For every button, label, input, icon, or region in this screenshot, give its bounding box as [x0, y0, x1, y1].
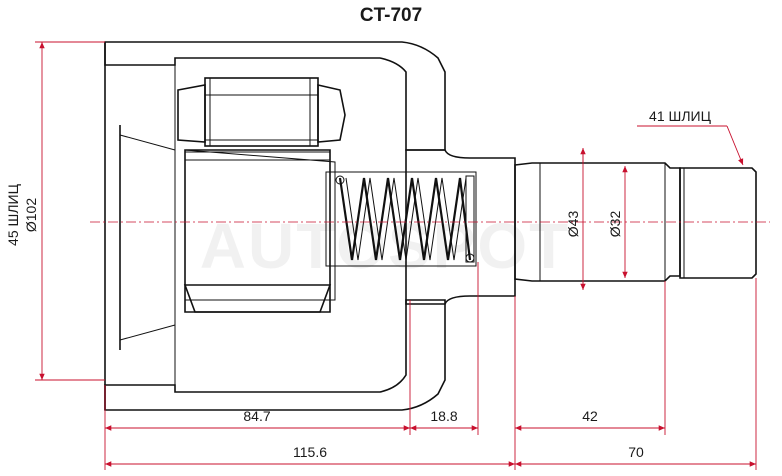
spring [325, 171, 477, 267]
tripod-roller [177, 77, 346, 313]
dim-inner-length: 84.7 [243, 408, 270, 424]
shaft-spline-label: 41 ШЛИЦ [649, 108, 712, 124]
dim-spring-length: 18.8 [430, 408, 457, 424]
dimension-lines [35, 41, 757, 470]
dim-shaft-length: 70 [628, 444, 644, 460]
outer-diameter-label: Ø102 [23, 198, 39, 232]
shaft [514, 162, 757, 282]
shaft-diameter-43-label: Ø43 [565, 211, 581, 238]
part-number-title: CT-707 [360, 5, 422, 26]
shaft-diameter-32-label: Ø32 [607, 211, 623, 238]
dim-shaft-stub: 42 [582, 408, 598, 424]
outer-spline-label: 45 ШЛИЦ [5, 183, 21, 246]
dim-body-length: 115.6 [293, 444, 327, 460]
